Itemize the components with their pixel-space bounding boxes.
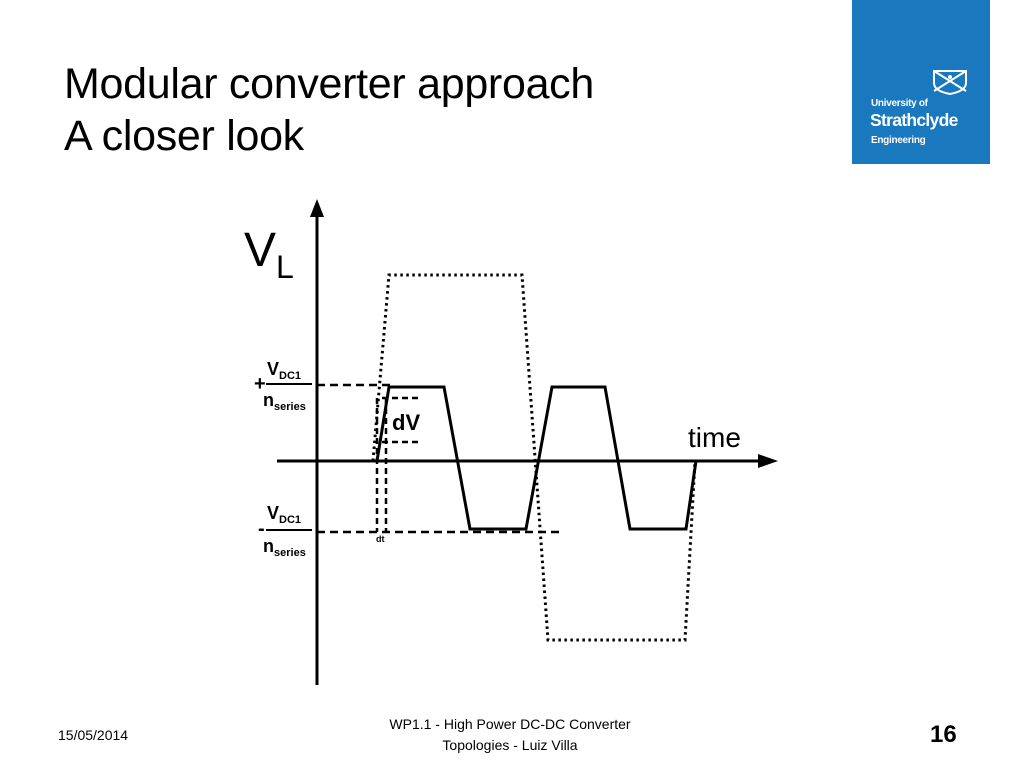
negative-sign: - [258,518,265,540]
page-number: 16 [930,721,957,748]
dv-label: dV [392,410,420,435]
y-axis-subscript: L [276,249,294,285]
title-line-2: A closer look [64,112,304,160]
footer-date: 15/05/2014 [58,727,129,743]
positive-nseries: nseries [263,390,306,413]
y-axis-label: VL [244,224,294,285]
dotted-waveform [371,273,697,642]
solid-waveform [375,385,698,531]
dt-label: dt [376,534,385,544]
footer-line-1: WP1.1 - High Power DC-DC Converter [389,716,631,732]
crest-icon [933,70,967,95]
x-axis-arrow [758,454,778,468]
slide-title: Modular converter approach A closer look [64,58,594,162]
logo-university-of: University of [871,98,928,109]
negative-nseries: nseries [263,536,306,559]
university-logo: University of Strathclyde Engineering [852,0,990,164]
footer-line-2: Topologies - Luiz Villa [442,737,578,753]
x-axis-label: time [688,422,741,453]
positive-sign: + [254,373,266,395]
y-axis-arrow [310,199,324,217]
negative-vdc: VDC1 [267,503,301,526]
logo-strathclyde: Strathclyde [870,110,958,130]
footer-title: WP1.1 - High Power DC-DC Converter Topol… [330,714,690,756]
logo-engineering: Engineering [871,135,926,146]
positive-vdc: VDC1 [267,359,301,382]
title-line-1: Modular converter approach [64,60,594,108]
